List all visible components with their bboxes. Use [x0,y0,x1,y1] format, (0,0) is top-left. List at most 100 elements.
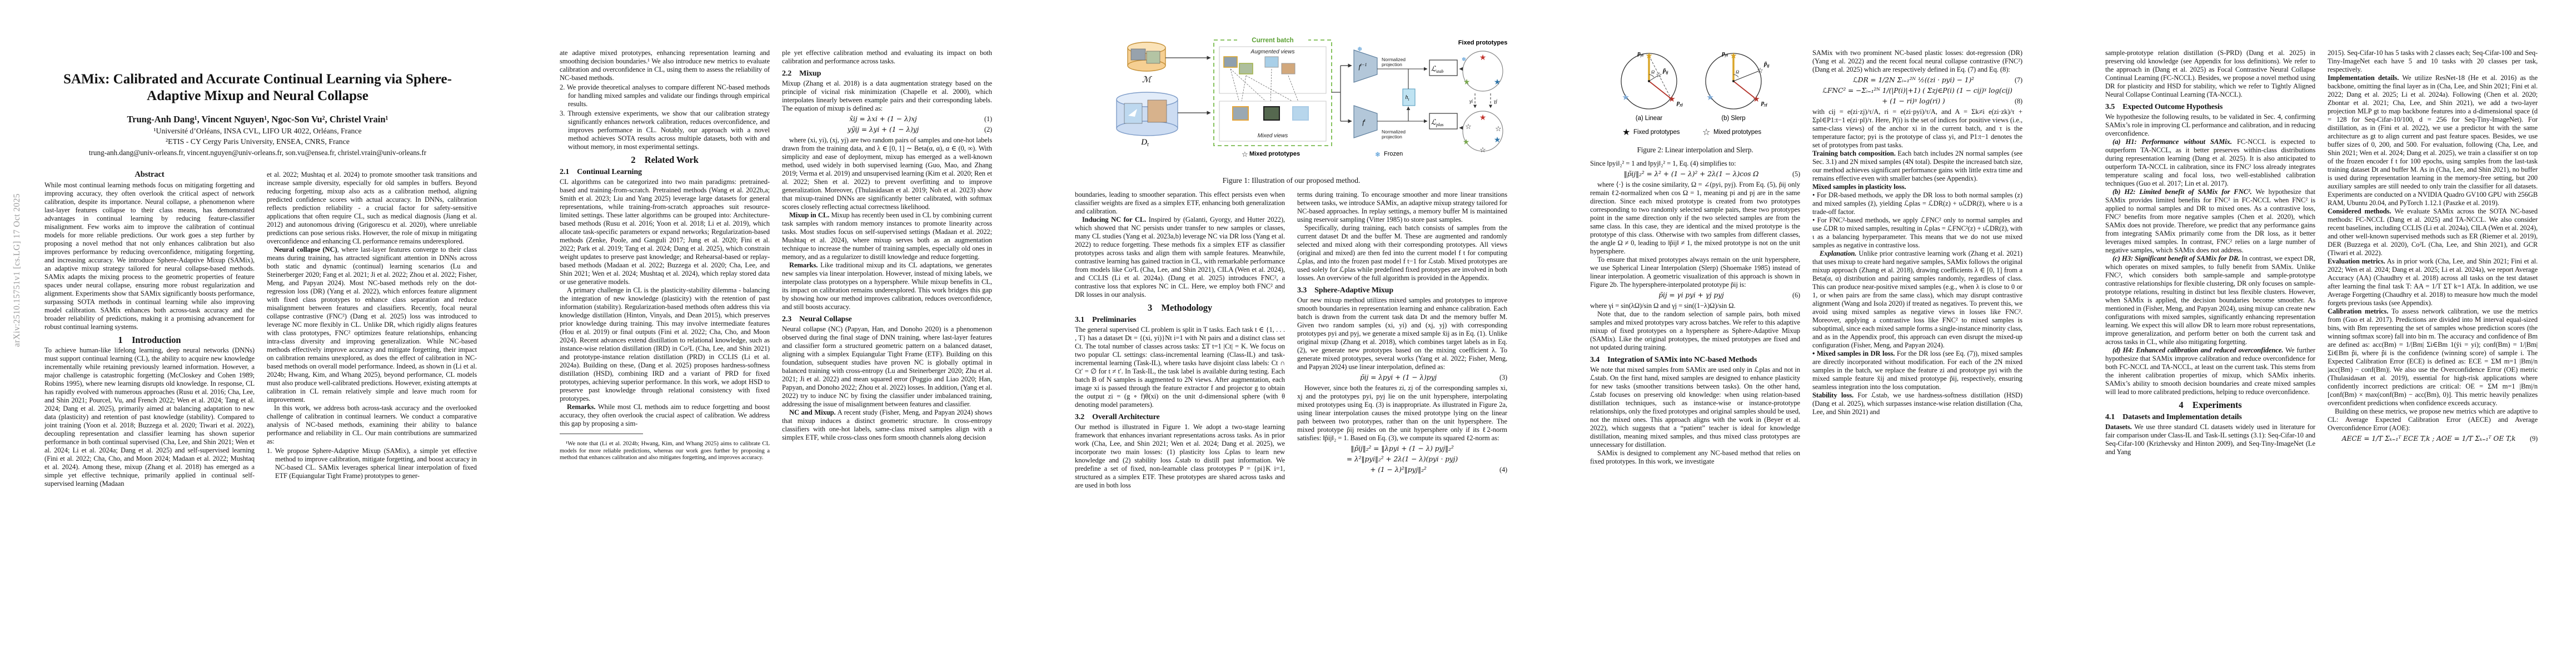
mixed-prototypes-circle: ★ ★ ★ ☆ ☆ ☆ [1462,111,1503,154]
paragraph-text: Each batch includes 2N normal samples (s… [1812,150,2023,182]
paragraph: (b) H2: Limited benefit of SAMix for FNC… [2105,188,2315,255]
equation-body: = λ²‖pyi‖₂² + 2λ(1 − λ)(pyi · pyj) [1346,455,1458,463]
subsection-heading-mixup: 2.2 Mixup [782,69,821,78]
frozen-encoder: ❄ ft−1 [1353,46,1378,83]
prototype-yj-label: pyj [1761,99,1768,107]
augmented-image-bird [1239,63,1253,74]
paragraph: To ensure that mixed prototypes always r… [1590,256,1800,288]
figure-2-diagram: ★ ★ ★ ☆ pyi pyj p̃ij Ω [1621,50,1770,137]
paragraph: To achieve human-like lifelong learning,… [44,346,255,487]
equation-body: x̃ij = λxi + (1 − λ)xj [849,115,917,123]
page-5: sample-prototype relation distillation (… [2061,0,2576,667]
blue-star-icon: ★ [1622,93,1629,102]
affiliation-1: ¹Université d’Orléans, INSA CVL, LIFO UR… [153,127,362,135]
page-2-col-2: ple yet effective calibration method and… [782,49,992,600]
red-star-icon: ★ [1668,94,1675,104]
equation-3: p̃ij = λpyi + (1 − λ)pyj(3) [1297,374,1507,382]
page-4-columns: ★ ★ ★ ☆ pyi pyj p̃ij Ω [1546,49,2061,600]
prototype-yi-label: pyi [1721,50,1728,58]
equation-4-line-1: ‖p̃ij‖₂² = ‖λpyi + (1 − λ) pyj‖₂² [1297,445,1507,453]
list-item: 2. We provide theoretical analyses to co… [560,83,770,108]
paragraph-text: , where last-layer features converge to … [267,246,477,404]
paragraph-text: We evaluate SAMix across the SOTA NC-bas… [2328,207,2538,257]
paragraph-lead: Mixup in CL. [789,211,830,219]
paragraph: CL algorithms can be categorized into tw… [560,178,770,286]
paragraph: ple yet effective calibration method and… [782,49,992,65]
paragraph-lead: (a) H1: Performance without SAMix. [2112,138,2232,146]
paragraph: Inducing NC for CL. Inspired by (Galanti… [1075,216,1285,299]
page-3-col-1: boundaries, leading to smoother separati… [1075,191,1285,580]
subfigure-a-label: (a) Linear [1636,115,1662,122]
paragraph-text: Unlike prior contrastive learning work (… [1812,250,2022,349]
equation-body: p̃ij = λpyi + (1 − λ)pyj [1359,374,1437,381]
paragraph: Our method is illustrated in Figure 1. W… [1075,423,1285,489]
paragraph-lead: Explanation. [1820,250,1857,257]
snowflake-icon: ❄ [1357,46,1362,53]
mixed-prototype-label: p̃ij [1763,61,1770,68]
paragraph-lead: Remarks. [567,403,596,411]
paragraph-lead: NC and Mixup. [789,409,836,416]
omega-label: Ω [1651,69,1655,74]
paragraph: Calibration metrics. To assess network c… [2328,307,2538,407]
abstract-heading: Abstract [134,171,165,179]
bullet-lead: • Mixed samples in DR loss. [1812,350,1895,357]
stability-loss-box [1429,59,1458,76]
paragraph-lead: Considered methods. [2328,207,2391,215]
figure-2: ★ ★ ★ ☆ pyi pyj p̃ij Ω [1590,49,1800,154]
page-5-columns: sample-prototype relation distillation (… [2061,49,2576,600]
paragraph: (c) H3: Significant benefit of SAMix for… [2105,255,2315,346]
paragraph: Building on these metrics, we propose ne… [2328,407,2538,432]
red-star-icon: ★ [1752,94,1760,104]
linear-interpolation-circle: ★ ★ ★ ☆ pyi pyj p̃ij Ω [1621,50,1683,109]
omega-label: Ω [1736,69,1739,74]
blue-star-icon: ★ [1494,135,1501,144]
page-4: ★ ★ ★ ☆ pyi pyj p̃ij Ω [1546,0,2061,667]
paragraph: sample-prototype relation distillation (… [2105,49,2315,98]
paragraph: terms during training. To encourage smoo… [1297,191,1507,223]
equation-number: (8) [2014,97,2022,105]
gamma-j-label: γj [1494,98,1498,104]
dataset-label: Dt [1140,138,1149,148]
normalized-projection-label: projection [1382,134,1402,140]
memory-label: ℳ [1142,76,1152,84]
equation-body: + (1 − λ)²‖pyj‖₂² [1370,466,1427,474]
current-batch-label: Current batch [1252,37,1293,44]
paragraph: Our new mixup method utilizes mixed samp… [1297,296,1507,371]
paragraph-lead: (d) H4: Enhanced calibration and reduced… [2112,346,2284,354]
red-star-icon: ★ [1479,53,1487,62]
section-heading-experiments: 4 Experiments [2179,400,2242,410]
paragraph: Remarks. Like traditional mixup and its … [782,261,992,311]
paragraph: We note that mixed samples from SAMix ar… [1590,366,1800,449]
paragraph-text: Mixup has recently been used in CL by co… [782,211,993,261]
equation-body: ℒFNC² = −Σᵢ₌₁²ᴺ 1/(|P(i)|+1) ( Σzj∈P(i) … [1822,87,2012,94]
equation-7: ℒDR = 1/2N Σᵢ₌₁²ᴺ ½((zi · pyi) − 1)²(7) [1812,76,2022,84]
bullet-item: • Mixed samples in DR loss. For the DR l… [1812,350,2022,391]
current-encoder: ft [1353,105,1378,138]
equation-number: (4) [1499,466,1507,474]
equation-1: x̃ij = λxi + (1 − λ)xj (1) [782,115,992,123]
paragraph-text: For ℒstab, we use hardness-softness dist… [1812,391,2022,416]
frozen-legend: Frozen [1384,151,1403,157]
augmented-image-plane [1264,56,1279,68]
bullet-item: • For DR-based methods, we apply the DR … [1812,191,2022,216]
subsection-heading-datasets: 4.1 Datasets and Implementation details [2105,413,2242,421]
figure-1: ℳ Dt [1030,37,1546,185]
paragraph: (d) H4: Enhanced calibration and reduced… [2105,346,2315,396]
mixed-prototypes-legend: Mixed prototypes [1713,129,1761,136]
normalized-projection-label: Normalized [1382,57,1406,62]
plasticity-loss-label: ℒplas [1431,118,1444,127]
equation-number: (1) [984,115,992,123]
paragraph: Neural collapse (NC) (Papyan, Han, and D… [782,325,992,408]
mixed-image-1 [1232,106,1249,121]
paragraph-lead: Datasets. [2105,423,2132,431]
paragraph: The general supervised CL problem is spl… [1075,326,1285,409]
page-1-col-1: Abstract While most continual learning m… [44,171,255,585]
paragraph: SAMix with two prominent NC-based plasti… [1812,49,2022,73]
paragraph-lead: Neural collapse (NC) [274,246,337,253]
mixed-star-icon: ☆ [1656,71,1662,79]
equation-number: (9) [2529,435,2538,442]
page-5-col-1: sample-prototype relation distillation (… [2105,49,2315,600]
subsection-heading-neural-collapse: 2.3 Neural Collapse [782,315,852,323]
page-4-col-1: ★ ★ ★ ☆ pyi pyj p̃ij Ω [1590,49,1800,600]
paragraph-text: FC-NCCL is expected to outperform TA-NCC… [2105,138,2315,187]
